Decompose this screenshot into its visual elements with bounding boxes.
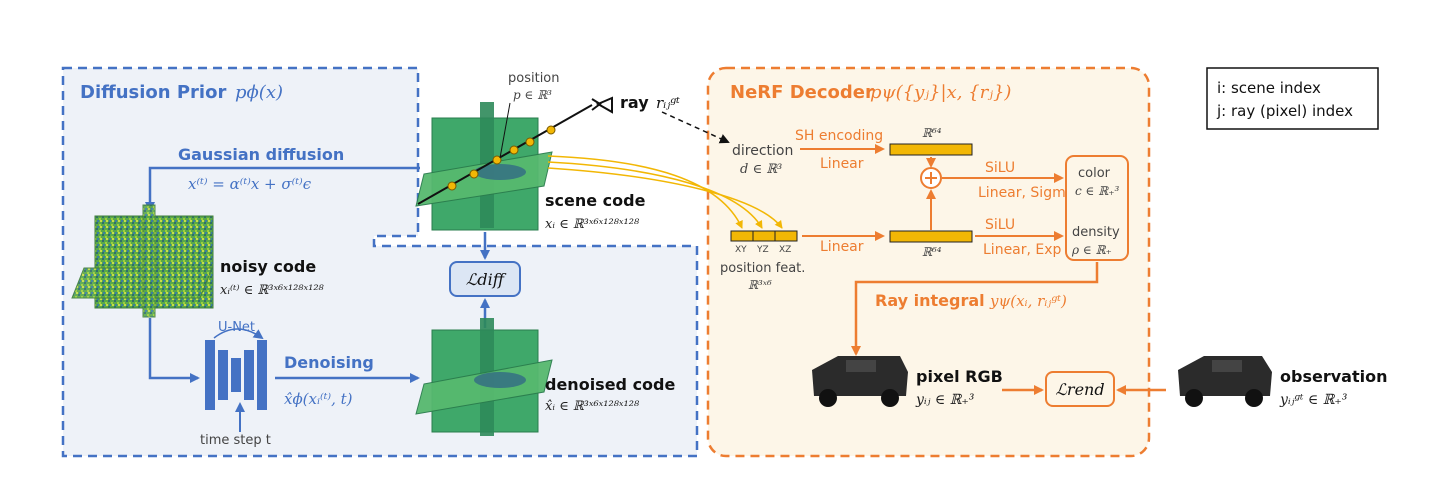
nerf-decoder-panel — [706, 66, 1151, 458]
ray-to-direction-arrow — [661, 111, 730, 144]
color-label: color — [1078, 166, 1111, 181]
noisy-code-volume — [71, 204, 214, 318]
gaussian-diffusion-arrow — [145, 166, 420, 212]
xy-label: XY — [735, 245, 747, 255]
ray-integral-label: Ray integral — [875, 291, 985, 310]
ray-integral-math: yψ(xᵢ, rᵢⱼᵍᵗ) — [989, 292, 1067, 310]
direction-label: direction — [732, 143, 793, 159]
ray-sample-points — [447, 125, 556, 191]
linear-mid-label: Linear — [820, 239, 864, 255]
position-feature-bars — [730, 230, 798, 242]
denoised-code-volume — [415, 318, 553, 436]
pixel-rgb-label: pixel RGB — [916, 367, 1003, 386]
loss-rend-label: ℒrend — [1055, 380, 1104, 399]
position-pointer — [499, 102, 511, 159]
legend-line-1: i: scene index — [1217, 79, 1321, 97]
camera-icon — [591, 96, 613, 114]
scene-code-label: scene code — [545, 191, 646, 210]
position-math: p ∈ ℝ³ — [513, 88, 552, 102]
denoised-code-label: denoised code — [545, 375, 676, 394]
feature-line-xy — [547, 155, 743, 229]
noisy-to-unet-arrow — [148, 318, 200, 383]
noisy-code-label: noisy code — [220, 257, 316, 276]
density-math: ρ ∈ ℝ₊ — [1071, 243, 1112, 257]
feature-bar-top — [889, 143, 973, 156]
unet-skip-arc — [213, 328, 264, 340]
observation-math: yᵢⱼᵍᵗ ∈ ℝ₊³ — [1279, 392, 1348, 408]
ray-line — [417, 104, 593, 205]
legend-line-2: j: ray (pixel) index — [1216, 102, 1353, 120]
legend-box — [1206, 67, 1379, 130]
r64-bottom-label: ℝ⁶⁴ — [922, 245, 942, 259]
feature-line-yz — [547, 161, 763, 229]
direction-math: d ∈ ℝ³ — [740, 162, 782, 177]
position-feat-math: ℝ³ˣ⁶ — [748, 278, 772, 292]
yz-label: YZ — [756, 245, 769, 255]
gaussian-diffusion-formula: x⁽ᵗ⁾ = α⁽ᵗ⁾x + σ⁽ᵗ⁾ϵ — [188, 175, 312, 193]
xz-label: XZ — [779, 245, 791, 255]
loss-diff-label: ℒdiff — [466, 270, 507, 289]
color-density-box — [1065, 155, 1129, 261]
observation-label: observation — [1280, 367, 1387, 386]
ray-label: ray — [620, 93, 649, 112]
silu-bottom-label: SiLU — [985, 217, 1015, 233]
nerf-decoder-title-math: pψ({yⱼ}|x, {rⱼ}) — [870, 82, 1011, 103]
denoised-code-math: x̂ᵢ ∈ ℝ³ˣ⁶ˣ¹²⁸ˣ¹²⁸ — [545, 399, 640, 414]
color-math: c ∈ ℝ₊³ — [1075, 184, 1120, 198]
linear-exp-label: Linear, Exp — [983, 242, 1062, 258]
ray-integral-arrow — [851, 262, 1099, 356]
pixel-rgb-math: yᵢⱼ ∈ ℝ₊³ — [915, 392, 975, 408]
time-step-label: time step t — [200, 433, 271, 448]
position-label: position — [508, 71, 560, 86]
scene-code-volume — [415, 102, 553, 231]
silu-top-label: SiLU — [985, 160, 1015, 176]
r64-top-label: ℝ⁶⁴ — [922, 126, 942, 140]
linear-top-label: Linear — [820, 156, 864, 172]
nerf-decoder-title: NeRF Decoder — [730, 82, 874, 103]
denoising-formula: x̂ϕ(xᵢ⁽ᵗ⁾, t) — [284, 390, 353, 408]
position-feat-label: position feat. — [720, 261, 805, 276]
denoising-label: Denoising — [284, 353, 374, 372]
linear-sigmoid-label: Linear, Sigmoid — [978, 185, 1087, 201]
loss-rend-box — [1045, 371, 1115, 407]
feature-line-xz — [547, 167, 783, 229]
gaussian-diffusion-label: Gaussian diffusion — [178, 145, 344, 164]
unet-label: U-Net — [218, 320, 255, 335]
scene-code-math: xᵢ ∈ ℝ³ˣ⁶ˣ¹²⁸ˣ¹²⁸ — [545, 217, 640, 232]
loss-diff-box — [449, 261, 521, 297]
diffusion-prior-title: Diffusion Prior — [80, 82, 226, 103]
noisy-code-math: xᵢ⁽ᵗ⁾ ∈ ℝ³ˣ⁶ˣ¹²⁸ˣ¹²⁸ — [220, 283, 325, 298]
observation-car-image — [1178, 356, 1272, 407]
pixel-rgb-car-image — [812, 356, 908, 407]
plus-icon — [925, 172, 937, 184]
sh-encoding-label: SH encoding — [795, 128, 883, 144]
feature-bar-bottom — [889, 230, 973, 243]
unet-icon — [205, 340, 267, 410]
diffusion-prior-title-math: pϕ(x) — [235, 82, 283, 103]
ray-math: rᵢⱼᵍᵗ — [656, 94, 680, 112]
density-label: density — [1072, 225, 1120, 240]
